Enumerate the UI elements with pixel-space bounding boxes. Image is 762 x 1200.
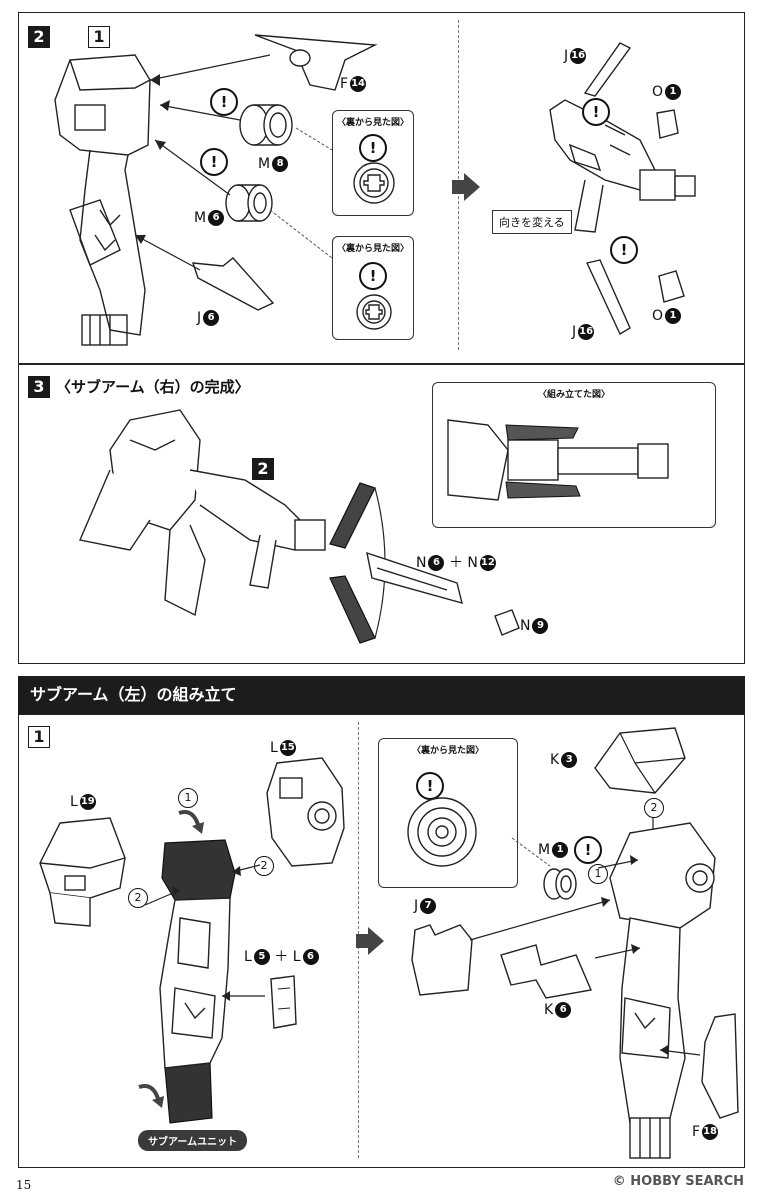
warning-icon: ! [210, 88, 238, 116]
next-arrow-body [356, 934, 368, 948]
callout-title: 〈裏から見た図〉 [411, 746, 484, 756]
step-number: 2 [28, 26, 50, 48]
part-f14-illustration [254, 34, 378, 91]
next-arrow-icon [368, 927, 384, 955]
rotate-arrow-icon [178, 810, 204, 834]
rotate-note: 向きを変える [492, 210, 572, 234]
back-view-m1 [407, 797, 477, 867]
part-n6-n12 [366, 551, 463, 604]
part-j16-upper [583, 42, 632, 97]
watermark: © HOBBY SEARCH [612, 1174, 744, 1189]
part-n9 [494, 609, 520, 636]
callout-title: 〈裏から見た図〉 [336, 244, 409, 254]
callout-title: 〈組み立てた図〉 [537, 390, 610, 400]
next-arrow-icon [464, 173, 480, 201]
back-view-m8 [353, 162, 395, 204]
next-arrow-body [452, 180, 464, 194]
step-title: 〈サブアーム（右）の完成〉 [56, 378, 250, 396]
part-k6-illustration [500, 944, 592, 999]
back-view-m6 [356, 294, 392, 330]
left-arm-illustration [159, 839, 236, 1124]
step-number: 3 [28, 376, 50, 398]
assembled-view-illustration [447, 419, 669, 501]
part-k3-illustration [594, 727, 686, 794]
arm-gun-illustration [549, 99, 696, 233]
part-j6-illustration [191, 257, 275, 311]
section-header: サブアーム（左）の組み立て [18, 676, 745, 714]
arm-assembly-illustration [54, 54, 151, 346]
sub-arm-unit-label: サブアームユニット [138, 1130, 248, 1151]
warning-icon: ! [359, 262, 387, 290]
assembly-arrows-left [144, 864, 265, 1001]
warning-icon: ! [574, 836, 602, 864]
order-badge-1: 1 [588, 864, 608, 884]
part-o1-lower [658, 270, 685, 303]
callout-title: 〈裏から見た図〉 [336, 118, 409, 128]
rotate-arrow-icon [138, 1084, 164, 1108]
part-j16-lower [586, 259, 631, 336]
order-badge-1: 1 [178, 788, 198, 808]
reference-step-number: 2 [252, 458, 274, 480]
completed-arm-illustration [79, 409, 326, 617]
warning-icon: ! [416, 772, 444, 800]
assembly-arrows-right [469, 818, 701, 1056]
warning-icon: ! [610, 236, 638, 264]
page-number: 15 [16, 1178, 32, 1192]
warning-icon: ! [200, 148, 228, 176]
order-badge-2: 2 [128, 888, 148, 908]
step-number: 1 [28, 726, 50, 748]
part-l15-illustration [266, 757, 345, 867]
order-badge-2: 2 [644, 798, 664, 818]
part-l19-illustration [39, 817, 126, 927]
part-m6-ring [225, 184, 273, 222]
warning-icon: ! [359, 134, 387, 162]
part-l5-l6-illustration [270, 975, 297, 1029]
warning-icon: ! [582, 98, 610, 126]
part-o1-upper [656, 109, 679, 139]
sub-step-number: 1 [88, 26, 110, 48]
assembly-arrows [134, 54, 333, 271]
part-f18-illustration [701, 1013, 739, 1119]
left-arm-right-illustration [609, 822, 716, 1159]
part-m1-ring [543, 868, 577, 900]
part-m8-ring [239, 104, 293, 146]
callout-connector [511, 837, 551, 867]
